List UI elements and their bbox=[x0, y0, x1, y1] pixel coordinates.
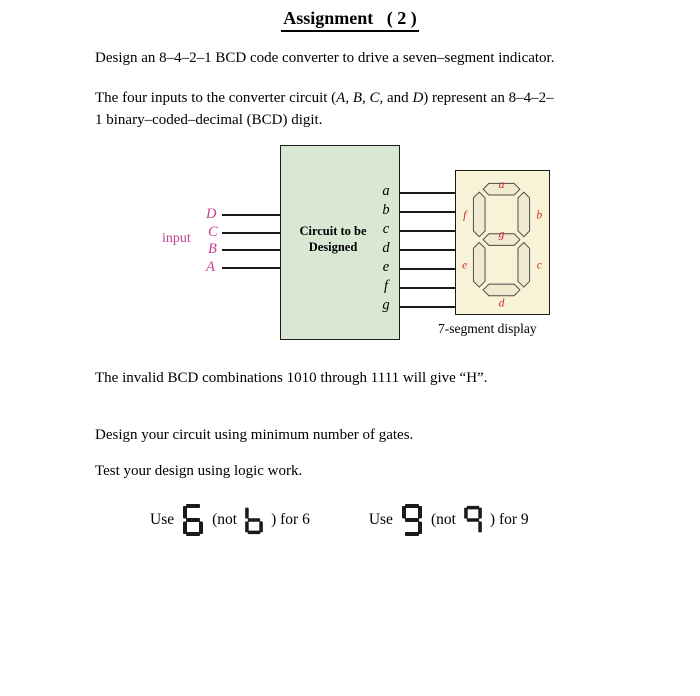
segment-d bbox=[482, 283, 521, 297]
input-wire-d bbox=[222, 214, 280, 216]
segment-f bbox=[472, 191, 486, 238]
input-pin-c: C bbox=[208, 224, 218, 240]
input-label: input bbox=[162, 231, 191, 246]
output-pin-d: d bbox=[382, 240, 390, 256]
output-wire-b bbox=[399, 211, 455, 213]
output-wire-g bbox=[399, 306, 455, 308]
paragraph-test-design: Test your design using logic work. bbox=[95, 463, 303, 479]
not-close-9: ) for 9 bbox=[489, 511, 529, 528]
output-wire-c bbox=[399, 230, 455, 232]
output-pin-f: f bbox=[383, 278, 389, 294]
output-pin-e: e bbox=[382, 259, 390, 275]
circuit-box-label-line2: Designed bbox=[308, 240, 358, 254]
page-title: Assignment ( 2 ) bbox=[0, 8, 700, 32]
output-wire-e bbox=[399, 268, 455, 270]
segment-label-f: f bbox=[463, 208, 468, 221]
output-pin-column: a b c d e f g bbox=[379, 182, 393, 315]
seven-seg-nine-no-bottom-icon bbox=[463, 505, 483, 535]
digit-usage-note: Use (not ) for 6 Use (not ) for 9 bbox=[150, 503, 529, 537]
segment-g bbox=[482, 233, 521, 246]
paragraph-intro: Design an 8–4–2–1 BCD code converter to … bbox=[95, 50, 555, 66]
output-pin-b: b bbox=[382, 202, 390, 218]
paragraph-inputs: The four inputs to the converter circuit… bbox=[95, 87, 554, 131]
text-run-italic: A, B, C, bbox=[336, 90, 384, 106]
segment-label-c: c bbox=[537, 259, 543, 272]
segment-e bbox=[472, 241, 486, 288]
output-wire-d bbox=[399, 249, 455, 251]
input-wire-a bbox=[222, 267, 280, 269]
text-run-italic: D bbox=[412, 90, 424, 106]
text-run: ) represent an 8–4–2– bbox=[423, 90, 554, 106]
text-run: 1 binary–coded–decimal (BCD) digit. bbox=[95, 112, 323, 128]
segment-label-g: g bbox=[499, 228, 505, 241]
use-label-9: Use bbox=[368, 511, 393, 528]
output-wire-f bbox=[399, 287, 455, 289]
input-pin-d: D bbox=[206, 206, 217, 222]
paragraph-invalid-codes: The invalid BCD combinations 1010 throug… bbox=[95, 370, 488, 386]
segment-label-d: d bbox=[499, 296, 505, 309]
seven-segment-figure: a b c d e f g bbox=[462, 178, 543, 309]
not-close-6: ) for 6 bbox=[271, 511, 310, 528]
not-open-9: (not bbox=[430, 511, 456, 528]
segment-label-a: a bbox=[499, 178, 505, 191]
segment-label-b: b bbox=[536, 208, 542, 221]
input-wire-b bbox=[222, 249, 280, 251]
circuit-box-label: Circuit to be Designed bbox=[283, 223, 383, 255]
not-open-6: (not bbox=[212, 511, 238, 528]
segment-a bbox=[482, 182, 521, 196]
input-pin-a: A bbox=[206, 259, 215, 275]
page-title-text: Assignment ( 2 ) bbox=[281, 8, 419, 32]
segment-label-e: e bbox=[462, 259, 467, 272]
display-caption: 7-segment display bbox=[438, 321, 537, 336]
use-label-6: Use bbox=[150, 511, 175, 528]
circuit-box: Circuit to be Designed a b c d e f g bbox=[280, 145, 400, 340]
output-pin-g: g bbox=[382, 297, 390, 313]
text-run: and bbox=[383, 90, 413, 106]
seven-seg-six-no-top-icon bbox=[244, 505, 264, 535]
seven-segment-display-box: a b c d e f g bbox=[455, 170, 550, 315]
paragraph-min-gates: Design your circuit using minimum number… bbox=[95, 427, 414, 443]
output-pin-a: a bbox=[382, 183, 390, 199]
output-pin-c: c bbox=[382, 221, 390, 237]
input-wire-c bbox=[222, 232, 280, 234]
seven-seg-nine-icon bbox=[400, 503, 424, 537]
segment-c bbox=[517, 241, 531, 288]
segment-b bbox=[517, 191, 531, 238]
output-wire-a bbox=[399, 192, 455, 194]
circuit-box-label-line1: Circuit to be bbox=[299, 224, 367, 238]
text-run: The four inputs to the converter circuit… bbox=[95, 90, 337, 106]
input-pin-b: B bbox=[208, 241, 217, 257]
seven-seg-six-icon bbox=[181, 503, 205, 537]
